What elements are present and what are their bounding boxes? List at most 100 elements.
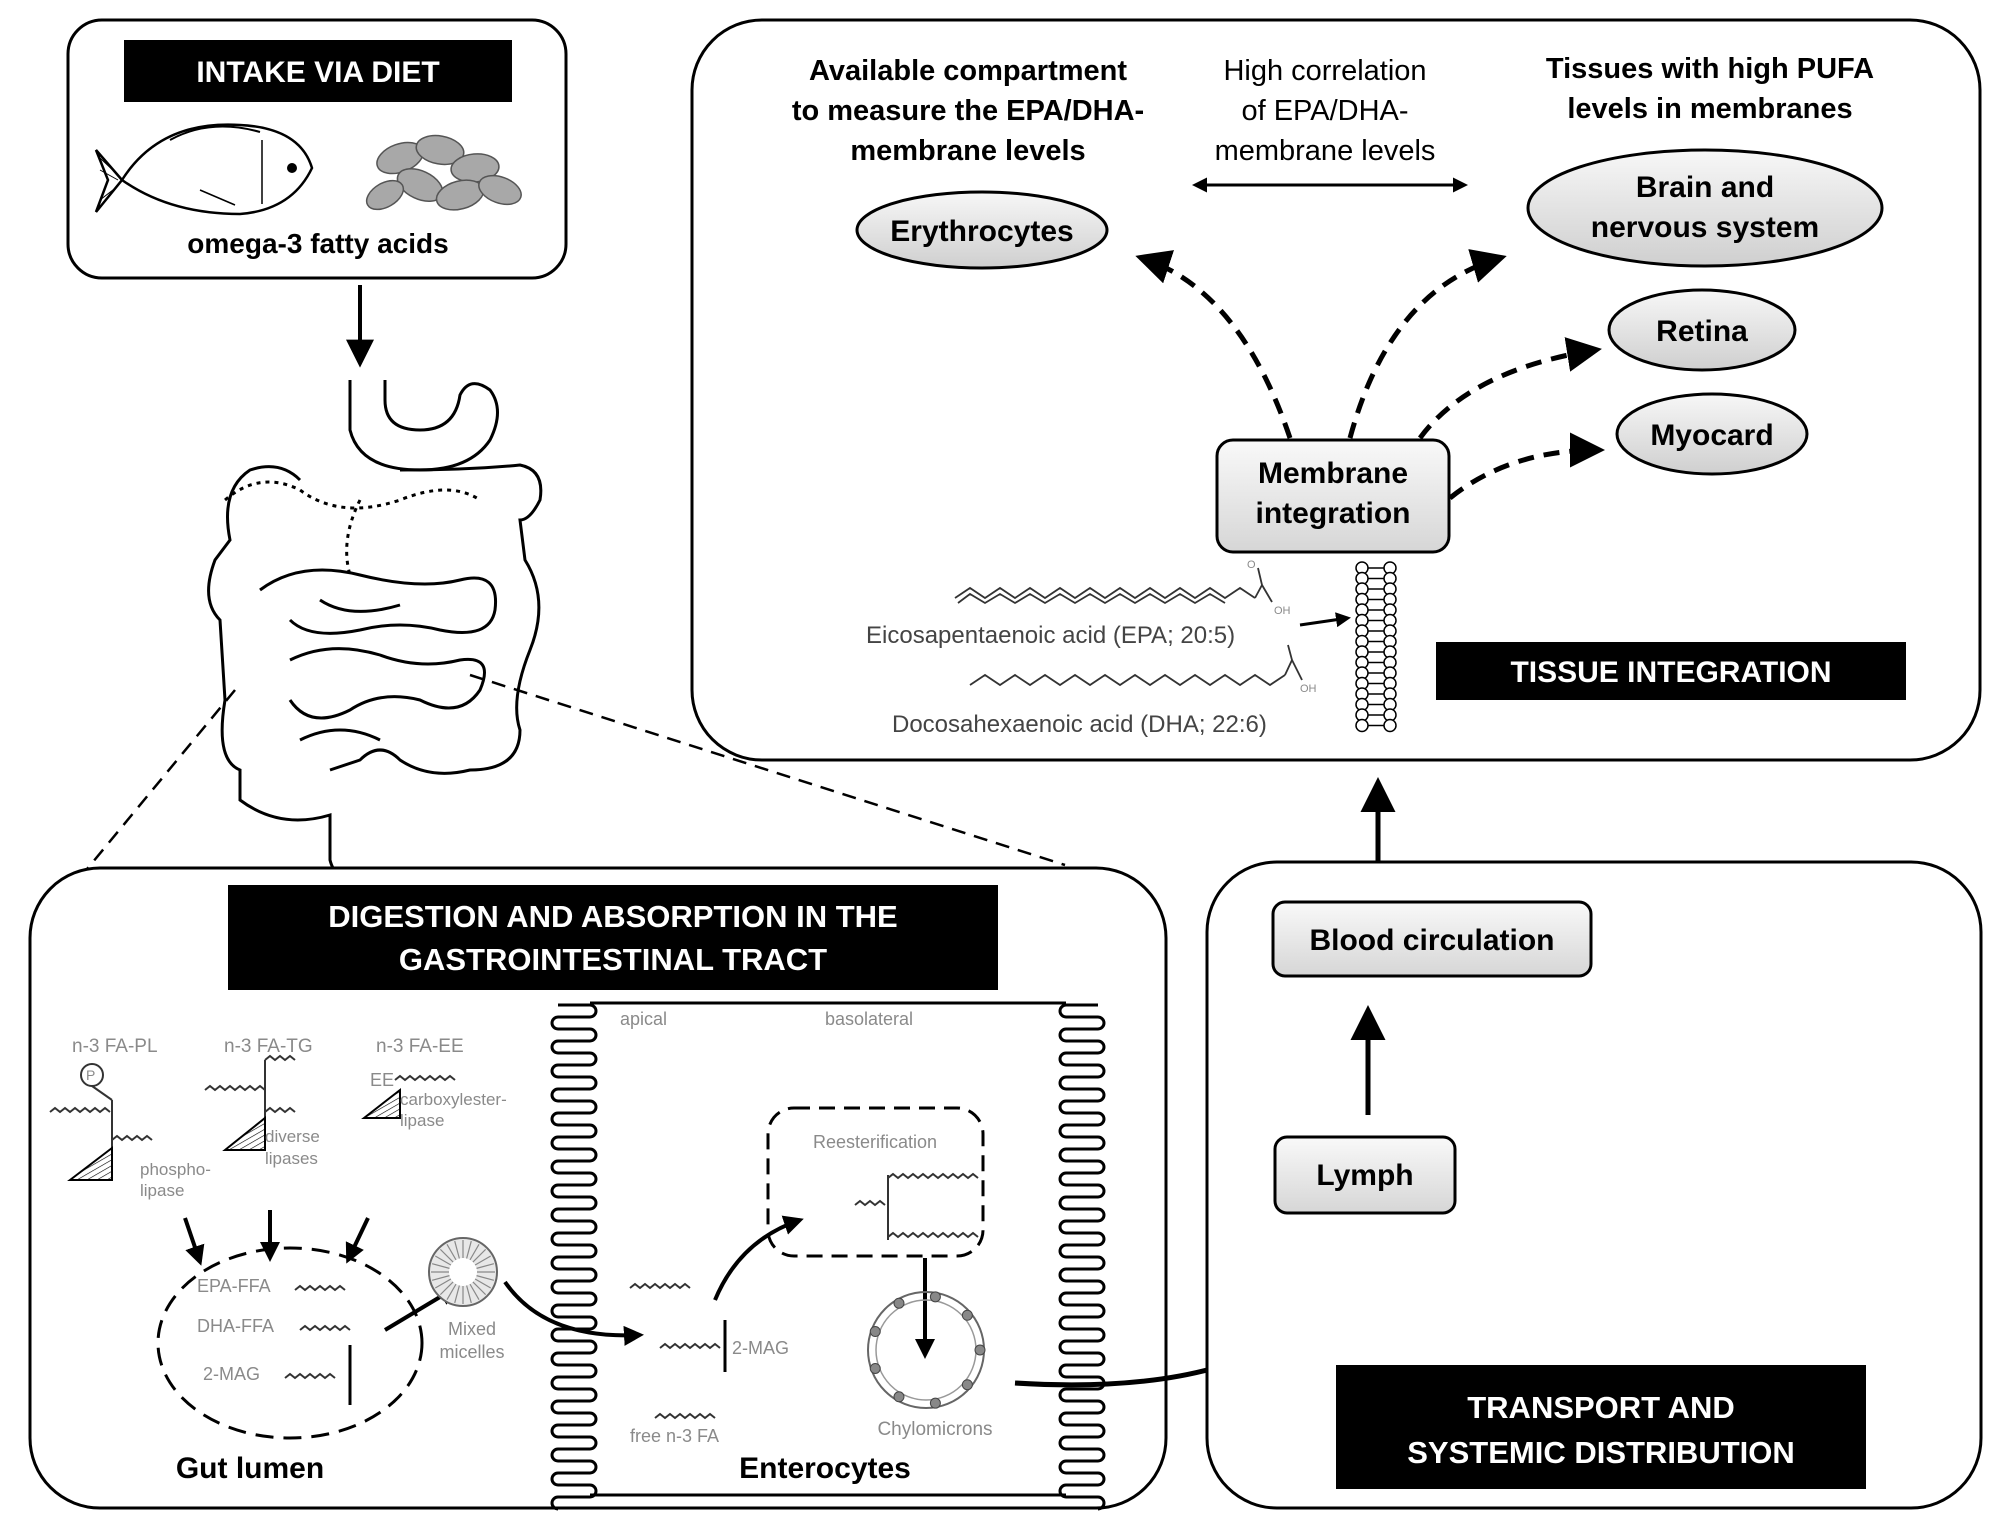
ee-label: n-3 FA-EE (376, 1036, 464, 1057)
svg-text:Erythrocytes: Erythrocytes (890, 215, 1073, 248)
svg-text:to measure the EPA/DHA-: to measure the EPA/DHA- (792, 95, 1144, 127)
micelle-to-enterocyte-arrow (503, 1280, 644, 1346)
svg-text:Brain and: Brain and (1636, 171, 1774, 204)
triglyceride-icon (204, 1054, 296, 1151)
svg-text:Lymph: Lymph (1316, 1159, 1413, 1192)
transport-title-line2: SYSTEMIC DISTRIBUTION (1407, 1435, 1795, 1470)
gut-lumen-label: Gut lumen (176, 1452, 324, 1485)
intake-title: INTAKE VIA DIET (196, 56, 439, 89)
available-compartment-label: Available compartment to measure the EPA… (792, 55, 1144, 167)
reesterification-box (766, 1106, 985, 1258)
epa-ffa-chain-icon (294, 1284, 346, 1292)
transport-title-box (1336, 1365, 1866, 1489)
svg-text:of EPA/DHA-: of EPA/DHA- (1241, 95, 1408, 127)
svg-text:High correlation: High correlation (1223, 55, 1426, 87)
retina-node: Retina (1607, 288, 1797, 372)
ee-arrow (345, 1217, 370, 1264)
epa-o-label: O (1247, 559, 1256, 571)
arrow-to-retina (1417, 337, 1602, 440)
carboxylester-label-2: lipase (400, 1111, 444, 1130)
svg-text:Blood circulation: Blood circulation (1309, 924, 1554, 957)
mag-inside-chain-icon (659, 1342, 721, 1350)
tissue-panel: Available compartment to measure the EPA… (690, 18, 1982, 762)
myocard-node: Myocard (1615, 392, 1809, 476)
erythrocytes-node: Erythrocytes (855, 190, 1109, 270)
digestion-title-line2: GASTROINTESTINAL TRACT (399, 942, 827, 977)
svg-text:Myocard: Myocard (1650, 419, 1773, 452)
mixed-micelles-label-2: micelles (439, 1342, 504, 1362)
tg-label: n-3 FA-TG (224, 1036, 313, 1057)
transport-title-line1: TRANSPORT AND (1467, 1390, 1735, 1425)
phosphate-label: P (86, 1067, 95, 1083)
mag-inside-label: 2-MAG (732, 1338, 789, 1358)
phospholipid-icon (49, 1063, 153, 1181)
svg-text:integration: integration (1256, 497, 1411, 530)
mixed-micelles-label-1: Mixed (448, 1319, 496, 1339)
svg-text:Tissues with high PUFA: Tissues with high PUFA (1546, 53, 1874, 85)
fish-icon (94, 123, 314, 216)
svg-text:Available compartment: Available compartment (809, 55, 1127, 87)
svg-text:membrane levels: membrane levels (1215, 135, 1436, 167)
to-reesterification-arrow (713, 1215, 804, 1301)
lipid-bilayer-icon (1355, 561, 1397, 733)
pl-arrow (183, 1217, 205, 1266)
diverse-lipases-label-1: diverse (265, 1127, 320, 1146)
free-fa-bottom-icon (654, 1412, 716, 1420)
capsules-icon (365, 134, 522, 211)
high-correlation-label: High correlation of EPA/DHA- membrane le… (1215, 55, 1436, 167)
intake-caption: omega-3 fatty acids (187, 228, 448, 259)
free-fa-top-icon (629, 1282, 691, 1290)
ethyl-ester-icon (361, 1074, 456, 1119)
intake-title-box (124, 40, 512, 102)
chylomicrons-label: Chylomicrons (877, 1419, 992, 1440)
phospholipase-label-2: lipase (140, 1181, 184, 1200)
membrane-integration-box: Membrane integration (1215, 438, 1451, 554)
arrow-to-brain (1347, 249, 1507, 439)
tissue-title: TISSUE INTEGRATION (1510, 656, 1831, 689)
pl-label: n-3 FA-PL (72, 1036, 158, 1057)
svg-text:membrane levels: membrane levels (850, 135, 1085, 167)
epa-ffa-label: EPA-FFA (197, 1276, 271, 1296)
intake-panel: INTAKE VIA DIET omega-3 fatty acids (66, 18, 568, 280)
dha-chain-icon (969, 644, 1303, 687)
enterocyte-membrane-icon (550, 1001, 1106, 1511)
digestion-panel: DIGESTION AND ABSORPTION IN THE GASTROIN… (28, 866, 1168, 1511)
epa-chain-icon (954, 567, 1273, 605)
digestion-title-line1: DIGESTION AND ABSORPTION IN THE (328, 899, 898, 934)
arrow-to-erythrocytes (1135, 250, 1293, 439)
svg-text:levels in membranes: levels in membranes (1567, 93, 1852, 125)
free-fa-label: free n-3 FA (630, 1426, 719, 1446)
mixed-micelle-icon (428, 1237, 498, 1307)
fa-to-membrane-arrow (1299, 612, 1351, 628)
transport-panel: Blood circulation Lymph TRANSPORT AND SY… (1205, 860, 1983, 1510)
carboxylester-label-1: carboxylester- (400, 1090, 507, 1109)
basolateral-label: basolateral (825, 1009, 913, 1029)
svg-text:Membrane: Membrane (1258, 457, 1408, 490)
ee-short-label: EE (370, 1070, 394, 1090)
chylomicron-icon (867, 1291, 986, 1409)
enterocytes-label: Enterocytes (739, 1452, 911, 1485)
zoom-line-right (469, 673, 1066, 867)
blood-circulation-box: Blood circulation (1271, 900, 1593, 978)
tissue-title-box (1436, 642, 1906, 700)
dha-oh-label: OH (1300, 683, 1317, 695)
dha-label: Docosahexaenoic acid (DHA; 22:6) (892, 711, 1267, 738)
digestion-title-box (228, 885, 998, 990)
mag-chain-icon (284, 1372, 336, 1380)
diverse-lipases-label-2: lipases (265, 1149, 318, 1168)
phospholipase-label-1: phospho- (140, 1160, 211, 1179)
svg-text:Retina: Retina (1656, 315, 1748, 348)
arrow-to-myocard (1448, 432, 1605, 500)
svg-text:nervous system: nervous system (1591, 211, 1819, 244)
epa-oh-label: OH (1274, 605, 1291, 617)
gi-tract-icon (207, 380, 543, 875)
reesterification-label: Reesterification (813, 1132, 937, 1152)
gut-lumen-ellipse (156, 1246, 424, 1440)
apical-label: apical (620, 1009, 667, 1029)
mag-label: 2-MAG (203, 1364, 260, 1384)
dha-ffa-label: DHA-FFA (197, 1316, 274, 1336)
dha-ffa-chain-icon (299, 1324, 351, 1332)
lymph-box: Lymph (1273, 1135, 1457, 1215)
